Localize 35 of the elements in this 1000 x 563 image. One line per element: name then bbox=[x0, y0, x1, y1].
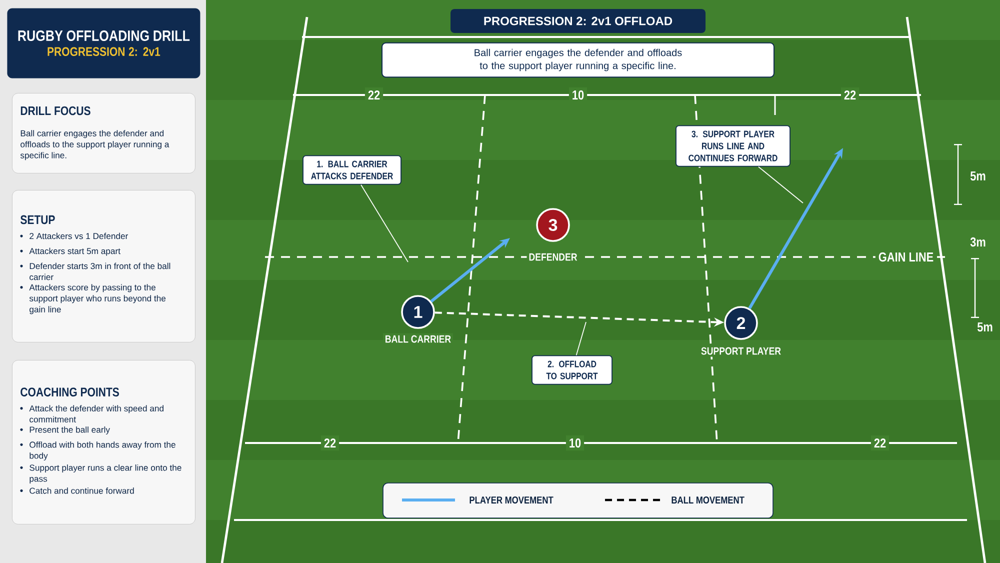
description-box: Ball carrier engages the defender and offloads to the support player running a specific line. bbox=[382, 42, 774, 78]
player-label: SUPPORT PLAYER bbox=[698, 345, 784, 357]
heading-banner: PROGRESSION 2: 2v1 OFFLOAD bbox=[450, 9, 706, 33]
title-banner bbox=[7, 8, 200, 78]
bullet-item: Attackers start 5m apart bbox=[20, 248, 120, 256]
panel-text: Ball carrier engages the defender and offloads to the support player running a specific line. bbox=[20, 130, 170, 160]
panel-heading: SETUP bbox=[20, 215, 55, 224]
legend-text: PLAYER MOVEMENT bbox=[470, 496, 554, 504]
leader-line bbox=[360, 184, 408, 262]
bullet-item: 2 Attackers vs 1 Defender bbox=[20, 232, 128, 240]
callout-box: 1. BALL CARRIER ATTACKS DEFENDER bbox=[302, 155, 402, 185]
dimension-label: 5m bbox=[977, 322, 992, 332]
bullet-item: Present the ball early bbox=[20, 426, 110, 434]
callout-box: 3. SUPPORT PLAYER RUNS LINE AND CONTINUES FORWARD bbox=[676, 125, 790, 167]
bullet-item: Catch and continue forward bbox=[20, 487, 134, 494]
leader-line bbox=[576, 322, 586, 356]
info-panel bbox=[12, 190, 196, 342]
line-label: GAIN LINE bbox=[875, 249, 937, 265]
panel-heading: DRILL FOCUS bbox=[20, 106, 90, 116]
bullet-item: Attackers score by passing to the support player who runs beyond the gain line bbox=[20, 284, 166, 314]
info-panel bbox=[12, 93, 196, 174]
dimension-label: 5m bbox=[970, 171, 986, 181]
dimension-label: 3m bbox=[970, 237, 986, 247]
legend-text: BALL MOVEMENT bbox=[672, 496, 744, 504]
subtitle-text: PROGRESSION 2: 2v1 bbox=[48, 47, 160, 56]
bullet-item: Offload with both hands away from the body bbox=[20, 441, 176, 460]
leader-line bbox=[758, 166, 804, 204]
bullet-item: Attack the defender with speed and commitment bbox=[20, 405, 164, 422]
panel-heading: COACHING POINTS bbox=[20, 388, 119, 396]
info-panel bbox=[12, 360, 196, 524]
player-label: BALL CARRIER bbox=[382, 333, 454, 345]
callout-box: 2. OFFLOAD TO SUPPORT bbox=[532, 355, 612, 385]
title-text: RUGBY OFFLOADING DRILL bbox=[18, 30, 190, 42]
bullet-item: Defender starts 3m in front of the ball carrier bbox=[20, 262, 170, 280]
bullet-item: Support player runs a clear line onto the pass bbox=[20, 464, 182, 484]
